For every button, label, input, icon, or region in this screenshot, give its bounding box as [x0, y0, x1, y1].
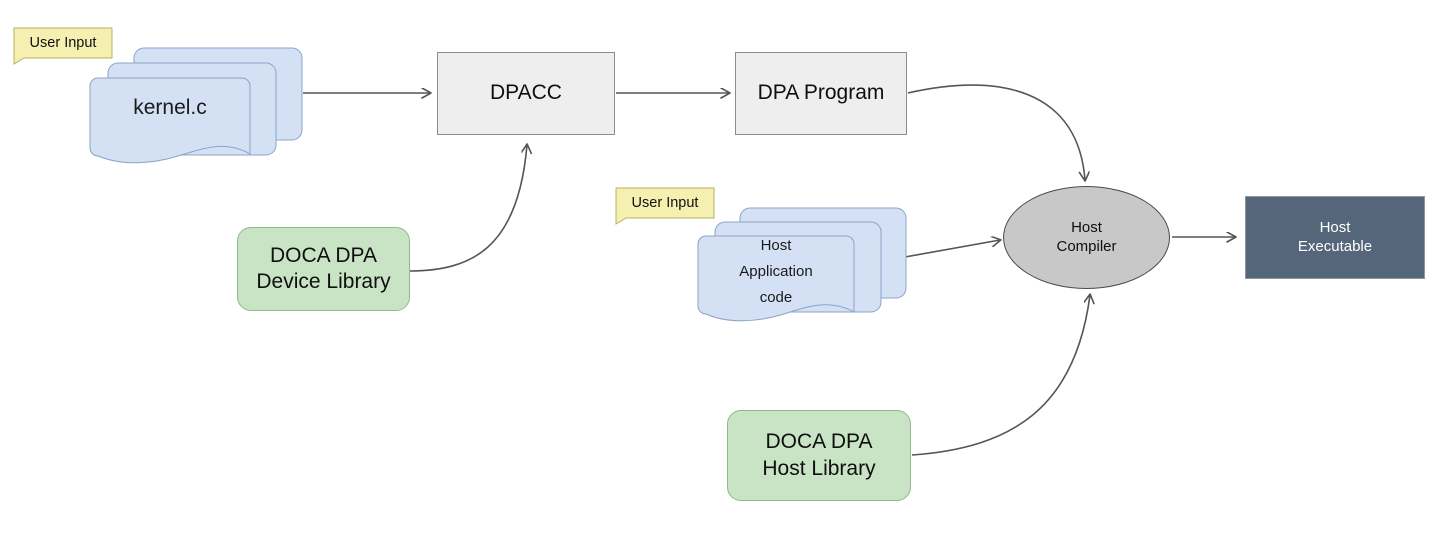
library-box-label: DOCA DPA Host Library	[762, 430, 876, 480]
process-box-dpa-program[interactable]: DPA Program	[735, 52, 907, 135]
process-box-label: DPA Program	[757, 81, 885, 105]
process-box-dpacc[interactable]: DPACC	[437, 52, 615, 135]
library-box-host-library[interactable]: DOCA DPA Host Library	[727, 410, 911, 501]
sticky-note-shape	[13, 27, 113, 65]
document-stack-label: Host Application code	[739, 236, 813, 307]
result-box-host-executable[interactable]: Host Executable	[1245, 196, 1425, 279]
sticky-note-user-input-kernel: User Input	[13, 27, 113, 65]
process-box-label: DPACC	[490, 81, 562, 105]
document-stack-shape	[89, 47, 303, 164]
library-box-device-library[interactable]: DOCA DPA Device Library	[237, 227, 410, 311]
document-stack-kernel-c[interactable]: kernel.c	[86, 44, 308, 166]
edge-devicelib-dpacc	[408, 145, 527, 272]
ellipse-host-compiler[interactable]: Host Compiler	[1003, 186, 1170, 289]
edge-dpaprogram-compiler	[907, 84, 1085, 180]
library-box-label: DOCA DPA Device Library	[256, 243, 391, 293]
document-stack-label: kernel.c	[133, 95, 207, 119]
edge-hostapp-compiler	[904, 240, 1000, 258]
sticky-note-user-input-hostapp: User Input	[615, 187, 715, 225]
sticky-note-shape	[615, 187, 715, 225]
ellipse-label: Host Compiler	[1056, 218, 1117, 255]
sticky-note-label: User Input	[29, 35, 97, 52]
edge-hostlib-compiler	[911, 295, 1090, 456]
sticky-note-label: User Input	[631, 195, 699, 212]
document-stack-shape	[697, 207, 907, 322]
result-box-label: Host Executable	[1297, 218, 1373, 255]
document-stack-host-application-code[interactable]: Host Application code	[694, 204, 912, 326]
